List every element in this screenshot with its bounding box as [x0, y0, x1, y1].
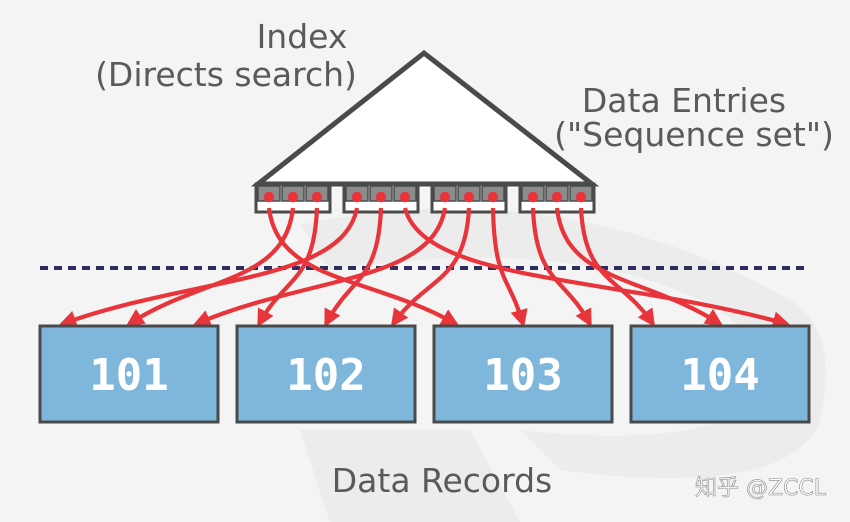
- record-box-103: [432, 324, 614, 424]
- record-box-104: [629, 324, 811, 424]
- pointer-arrow: [490, 207, 528, 328]
- pointer-arrow: [402, 207, 791, 329]
- pointer-arrow: [578, 207, 655, 327]
- pointer-arrow: [266, 207, 460, 326]
- pointer-arrow: [257, 207, 320, 328]
- pointer-dots: [263, 191, 587, 203]
- record-label-103: 103: [483, 350, 562, 401]
- pointer-dot: [439, 191, 451, 203]
- record-label-104: 104: [680, 350, 759, 401]
- pointer-dot: [311, 191, 323, 203]
- pointer-arrow: [554, 207, 723, 326]
- pointer-dot: [399, 191, 411, 203]
- data-records-label: Data Records: [332, 461, 553, 500]
- pointer-dot: [287, 191, 299, 203]
- record-label-102: 102: [286, 350, 365, 401]
- data-entries-label: Data Entries: [582, 81, 786, 120]
- pointer-arrows: [58, 207, 791, 329]
- record-box-101: [38, 324, 220, 424]
- pointer-dot: [575, 191, 587, 203]
- pointer-arrow: [58, 207, 360, 328]
- pointer-dot: [263, 191, 275, 203]
- index-sublabel: (Directs search): [95, 55, 357, 94]
- pointer-arrow: [530, 207, 592, 328]
- pointer-dot: [527, 191, 539, 203]
- pointer-arrow: [192, 207, 448, 327]
- data-records: 101 102 103 104: [38, 324, 811, 424]
- pointer-dot: [351, 191, 363, 203]
- watermark: 知乎 @ZCCL: [695, 476, 827, 501]
- pointer-dot: [551, 191, 563, 203]
- data-entries-sublabel: ("Sequence set"): [554, 115, 834, 154]
- pointer-arrow: [390, 207, 472, 327]
- record-label-101: 101: [89, 350, 168, 401]
- data-entries-leaf-pages: [254, 182, 596, 214]
- pointer-dot: [375, 191, 387, 203]
- background-logo: [300, 208, 826, 522]
- record-box-102: [235, 324, 417, 424]
- index-tree-triangle: [250, 49, 600, 187]
- index-label: Index: [257, 17, 348, 56]
- pointer-dot: [463, 191, 475, 203]
- pointer-arrow: [126, 207, 296, 326]
- pointer-dot: [487, 191, 499, 203]
